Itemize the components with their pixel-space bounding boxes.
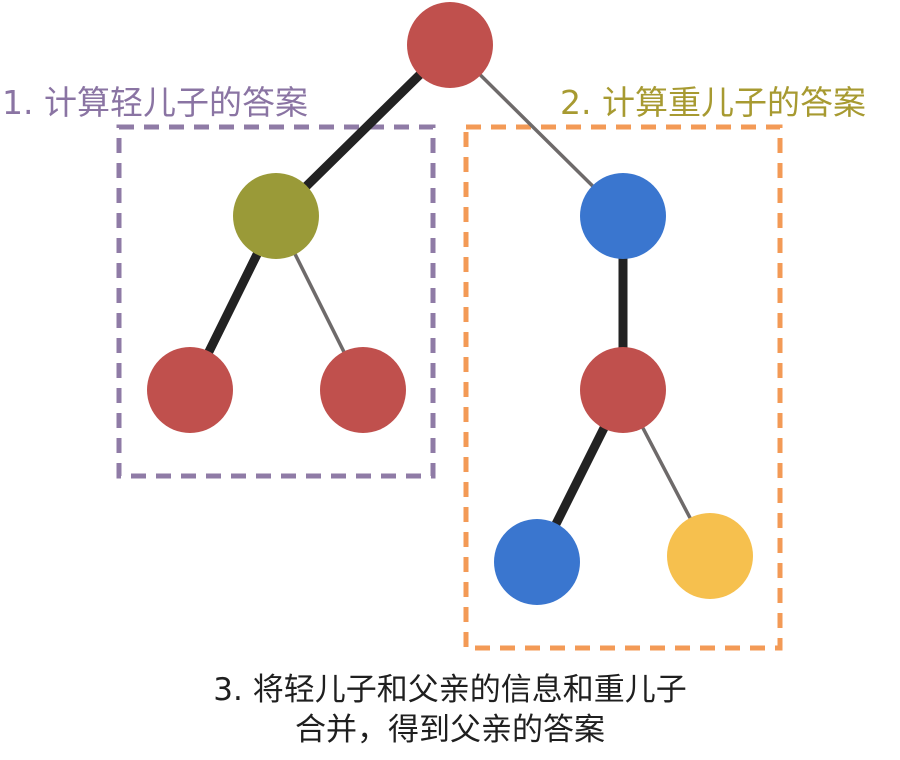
node-heavy-grandchild-left	[494, 519, 580, 605]
nodes	[147, 2, 753, 605]
node-root	[407, 2, 493, 88]
edges	[185, 40, 712, 567]
node-light-child-right	[320, 347, 406, 433]
merge-label-line-2: 合并，得到父亲的答案	[295, 712, 605, 749]
light-child-box	[116, 124, 436, 479]
heavy-child-box	[463, 124, 783, 651]
node-heavy-child	[580, 173, 666, 259]
node-light-child-left	[147, 347, 233, 433]
node-light-child	[233, 173, 319, 259]
heavy-child-label: 2. 计算重儿子的答案	[560, 83, 866, 122]
light-child-label: 1. 计算轻儿子的答案	[2, 83, 308, 122]
merge-label-line-1: 3. 将轻儿子和父亲的信息和重儿子	[213, 672, 687, 708]
merge-label: 3. 将轻儿子和父亲的信息和重儿子 合并，得到父亲的答案	[0, 670, 900, 751]
node-heavy-grandchild-right	[667, 513, 753, 599]
node-heavy-grandchild	[580, 347, 666, 433]
